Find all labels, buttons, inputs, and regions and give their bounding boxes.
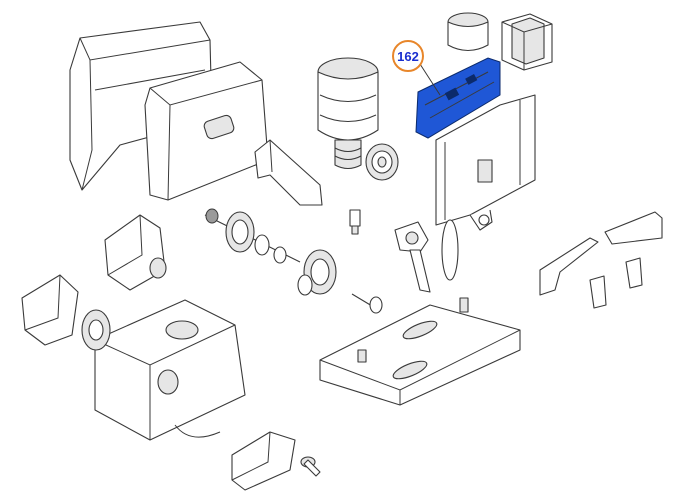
top-cover-front [144, 61, 269, 201]
connector [349, 209, 361, 235]
screw [300, 456, 321, 477]
transformer [501, 13, 553, 71]
pinion-assembly [351, 293, 383, 314]
rack-bracket-right [604, 211, 663, 245]
capacitor [447, 12, 489, 52]
output-gear [297, 249, 337, 296]
control-board [415, 57, 501, 139]
cover-bracket [254, 139, 323, 206]
callout-number: 162 [397, 49, 419, 64]
rack-bracket-left [539, 237, 599, 296]
mounting-plate [435, 94, 536, 231]
cable [174, 424, 221, 438]
inner-cover [104, 214, 167, 291]
drive-gear [81, 309, 111, 351]
cable-cover [231, 431, 296, 491]
control-board-highlight [415, 57, 501, 139]
gearbox-housing [94, 299, 246, 441]
release-lever [394, 219, 459, 293]
motor [317, 57, 379, 170]
drive-shaft [204, 208, 301, 264]
end-cap [21, 274, 79, 346]
callout-circle [392, 40, 424, 72]
base-plate [319, 297, 521, 406]
part-callout: 162 [392, 40, 441, 96]
mounting-bolts [589, 257, 643, 309]
encoder-disc [365, 143, 399, 181]
